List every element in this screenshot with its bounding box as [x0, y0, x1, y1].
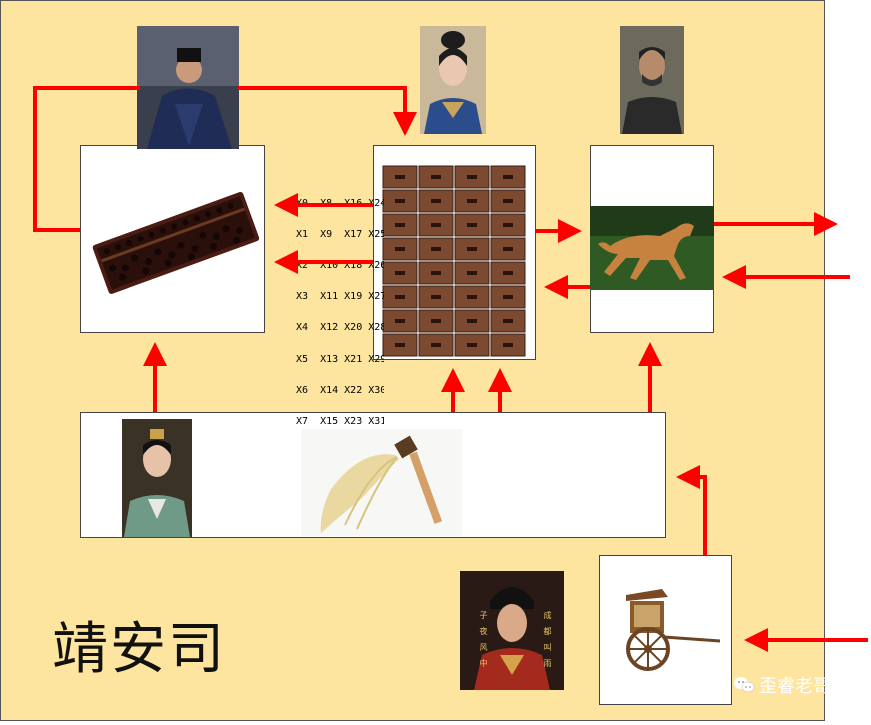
diagram-title: 靖安司	[52, 617, 226, 682]
poster-text-left-3: 风	[479, 643, 488, 651]
drawer-handle	[431, 175, 441, 179]
poster-text-left-4: 中	[479, 659, 488, 667]
arrow-abacus-loop	[33, 86, 140, 232]
watermark-text: 歪睿老哥	[759, 676, 831, 697]
drawer-handle	[431, 199, 441, 203]
drawer-handle	[395, 199, 405, 203]
drawer-handle	[395, 247, 405, 251]
drawer-handle	[395, 175, 405, 179]
drawer-handle	[395, 343, 405, 347]
register-row: X5 X13 X21 X29	[296, 353, 384, 365]
arrow-to-cabinet	[238, 86, 417, 136]
poster-text-right-1: 成	[543, 611, 552, 619]
official-portrait-top-left	[137, 26, 239, 149]
drawer-handle	[503, 199, 513, 203]
drawer-handle	[431, 271, 441, 275]
arrow-carriage-to-control	[676, 465, 707, 555]
drawer-handle	[503, 295, 513, 299]
abacus-icon	[82, 178, 263, 296]
drawer-handle	[467, 175, 477, 179]
carriage-icon	[612, 585, 722, 675]
fly-whisk-icon	[301, 429, 462, 536]
register-row: X2 X10 X18 X26	[296, 259, 384, 271]
drawer-handle	[431, 247, 441, 251]
register-row: X6 X14 X22 X30	[296, 384, 384, 396]
drawer-handle	[467, 223, 477, 227]
drawer-handle	[395, 271, 405, 275]
man-portrait-top-right	[620, 26, 684, 134]
drawer-handle	[467, 271, 477, 275]
register-row: X1 X9 X17 X25	[296, 228, 384, 240]
register-row: X4 X12 X20 X28	[296, 322, 384, 334]
drawer-handle	[503, 319, 513, 323]
poster-portrait: 子 夜 风 中 成 都 叫 雨	[460, 571, 564, 690]
poster-text-right-2: 都	[543, 627, 552, 635]
drawer-handle	[503, 343, 513, 347]
poster-text-left-2: 夜	[479, 627, 488, 635]
register-row: X3 X11 X19 X27	[296, 291, 384, 303]
drawer-handle	[503, 247, 513, 251]
wechat-icon	[733, 676, 755, 694]
drawer-handle	[431, 319, 441, 323]
drawer-cabinet-icon	[382, 165, 527, 358]
horse-icon	[590, 206, 714, 290]
drawer-handle	[467, 295, 477, 299]
drawer-handle	[431, 223, 441, 227]
register-row: X7 X15 X23 X31	[296, 415, 384, 427]
poster-text-left-1: 子	[479, 611, 488, 619]
drawer-handle	[431, 343, 441, 347]
drawer-handle	[503, 175, 513, 179]
drawer-handle	[395, 295, 405, 299]
register-list: X0 X8 X16 X24 X1 X9 X17 X25 X2 X10 X18 X…	[296, 180, 384, 445]
watermark: 歪睿老哥	[733, 672, 831, 698]
poster-text-right-4: 雨	[543, 659, 552, 667]
drawer-handle	[395, 223, 405, 227]
young-man-portrait	[122, 419, 192, 537]
drawer-handle	[431, 295, 441, 299]
lady-portrait-top-center	[420, 26, 486, 134]
drawer-handle	[467, 199, 477, 203]
drawer-handle	[467, 319, 477, 323]
drawer-handle	[503, 223, 513, 227]
drawer-handle	[467, 247, 477, 251]
poster-text-right-3: 叫	[543, 643, 552, 651]
drawer-handle	[503, 271, 513, 275]
drawer-handle	[395, 319, 405, 323]
drawer-handle	[467, 343, 477, 347]
